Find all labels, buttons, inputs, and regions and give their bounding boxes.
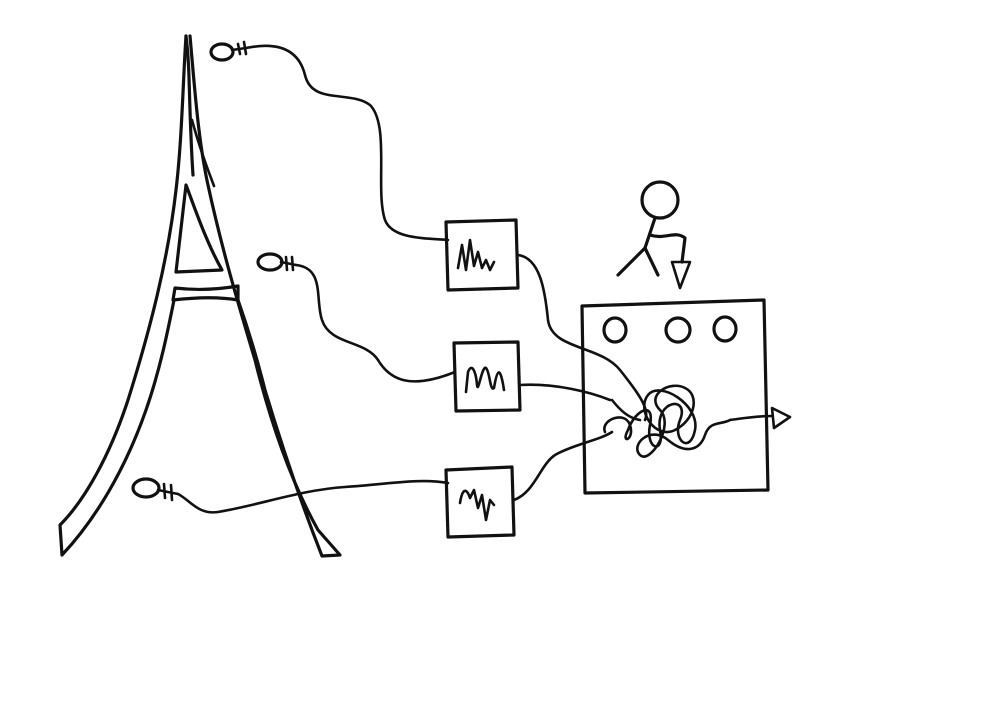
waveform-box-middle <box>452 340 522 413</box>
waveform-box-bottom <box>444 465 516 539</box>
knob-icon <box>602 316 628 344</box>
tangled-signal <box>603 384 732 458</box>
cable-bottom <box>176 479 450 514</box>
microphone-icon <box>131 477 180 502</box>
arrow-icon <box>728 406 792 430</box>
knob-icon <box>664 316 692 344</box>
waveform-icon <box>456 238 496 272</box>
cable-top-to-mixer <box>516 253 648 422</box>
waveform-icon <box>458 488 496 522</box>
cable-middle-to-mixer <box>518 383 612 402</box>
stick-figure-icon <box>616 180 692 290</box>
microphone-icon <box>256 252 298 272</box>
cable-top <box>244 44 450 242</box>
cable-bottom-to-mixer <box>512 430 614 502</box>
waveform-box-top <box>444 218 520 292</box>
tower-icon <box>58 34 342 558</box>
waveform-icon <box>464 366 506 394</box>
microphone-icon <box>209 40 248 62</box>
cable-middle <box>294 263 457 383</box>
knob-icon <box>712 315 738 343</box>
mixer-icon <box>580 298 770 495</box>
